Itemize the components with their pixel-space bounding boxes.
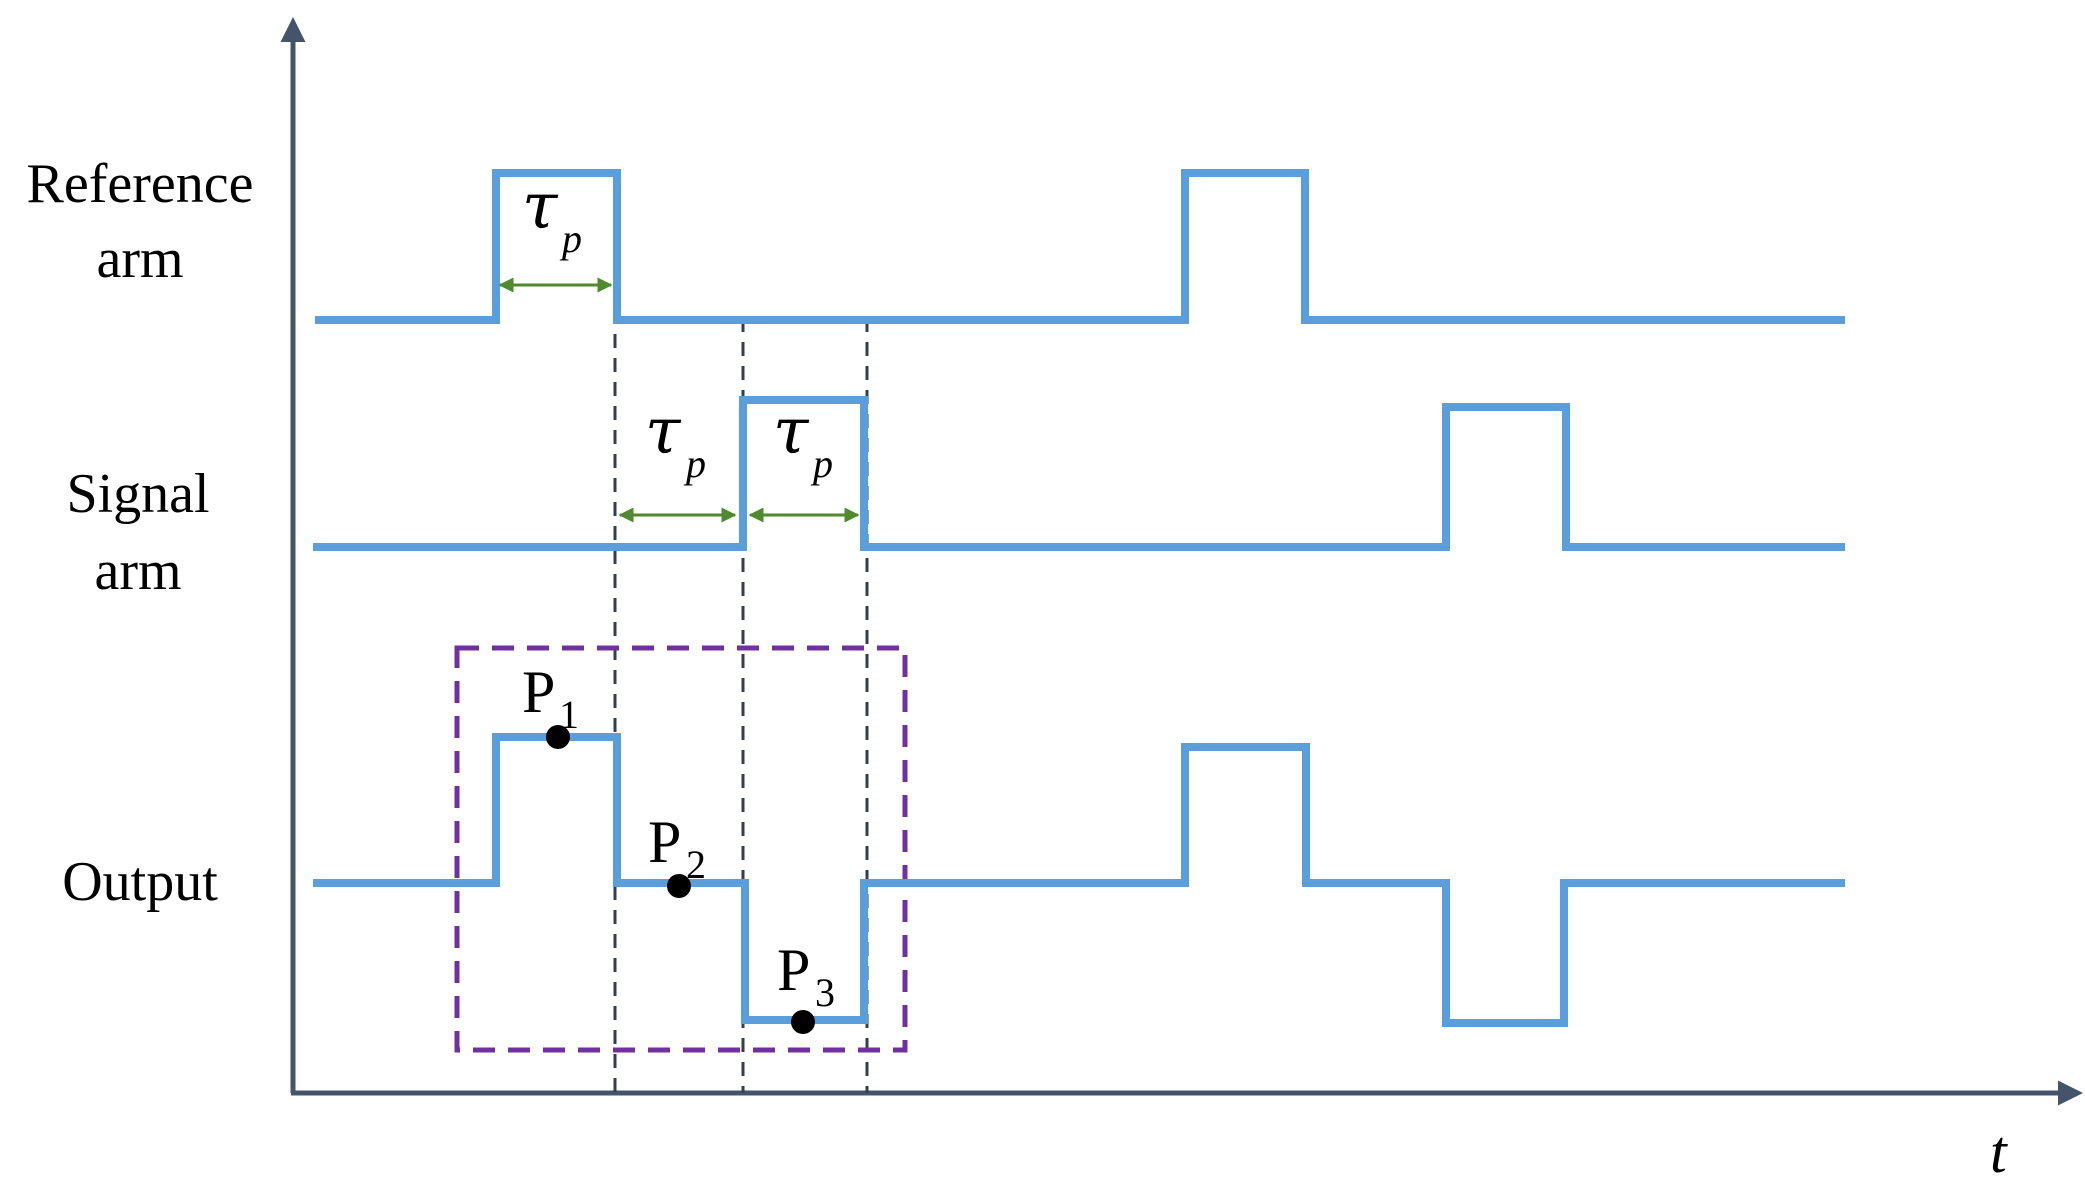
svg-text:τ: τ <box>645 395 682 469</box>
svg-text:p: p <box>810 441 833 486</box>
point-p3-label: P 3 <box>777 937 835 1015</box>
svg-text:arm: arm <box>96 228 183 290</box>
output-trace <box>313 733 1845 1027</box>
signal-arm-label: Signal arm <box>66 463 209 602</box>
svg-text:Reference: Reference <box>27 153 254 215</box>
svg-text:P: P <box>648 809 681 875</box>
tau-label-reference: τ p <box>522 170 582 261</box>
svg-text:τ: τ <box>773 395 810 469</box>
svg-text:P: P <box>777 937 810 1003</box>
svg-text:Signal: Signal <box>66 463 209 525</box>
highlight-box <box>454 645 908 1053</box>
svg-text:p: p <box>559 216 582 261</box>
point-p3-marker <box>791 1010 815 1034</box>
time-axis-label: t <box>1990 1119 2008 1185</box>
svg-text:P: P <box>522 659 555 725</box>
tau-label-signal: τ p <box>773 395 833 486</box>
reference-arm-label: Reference arm <box>27 153 254 290</box>
svg-text:p: p <box>683 441 706 486</box>
point-p2-marker <box>667 874 691 898</box>
point-p1-marker <box>546 725 570 749</box>
point-p2-label: P 2 <box>648 809 706 887</box>
svg-text:arm: arm <box>94 540 181 602</box>
reference-arm-trace <box>315 169 1845 324</box>
svg-text:τ: τ <box>522 170 559 244</box>
point-p1-label: P 1 <box>522 659 579 737</box>
tau-label-delay: τ p <box>645 395 706 486</box>
svg-text:1: 1 <box>559 692 579 737</box>
svg-text:3: 3 <box>815 970 835 1015</box>
signal-arm-trace <box>313 396 1845 551</box>
output-label: Output <box>62 851 218 913</box>
svg-text:2: 2 <box>686 842 706 887</box>
